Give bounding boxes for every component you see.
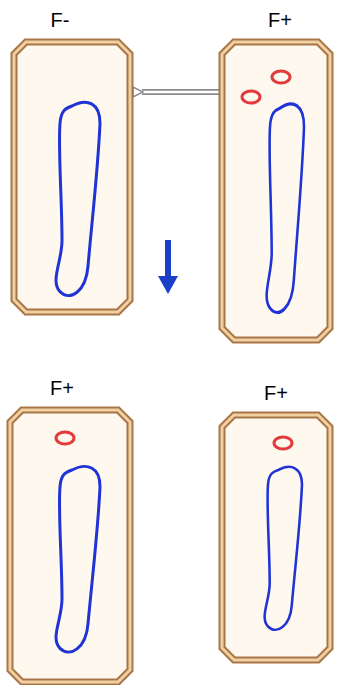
bacterial-cell: F+ (222, 415, 330, 660)
cell-wall (222, 42, 330, 340)
cell-label: F+ (222, 381, 330, 405)
plasmid (56, 71, 292, 449)
cell-wall-inner (10, 410, 130, 682)
cell-wall-inner (14, 42, 130, 312)
cell-wall-outer (222, 415, 330, 660)
bacterial-cell: F+ (222, 42, 330, 340)
cell-wall-outer (10, 410, 130, 682)
bacterial-cell: F+ (10, 410, 130, 682)
process-arrow (158, 240, 178, 294)
bacterial-cell: F- (14, 42, 130, 312)
cell-label: F+ (2, 376, 122, 400)
cell-wall-outer (14, 42, 130, 312)
transfer-arrow-core (142, 91, 222, 94)
chromosome (56, 102, 304, 652)
cell-wall (14, 42, 130, 312)
transfer-arrow (142, 92, 222, 93)
cell-wall-inner (222, 42, 330, 340)
cell-label: F- (2, 8, 118, 32)
cell-label: F+ (226, 8, 334, 32)
cell-wall (222, 415, 330, 660)
cell-wall (10, 410, 130, 682)
transfer-arrow-outline (142, 89, 222, 95)
cell-interior (10, 42, 330, 682)
cell-wall-outer (222, 42, 330, 340)
cell-wall-inner (222, 415, 330, 660)
